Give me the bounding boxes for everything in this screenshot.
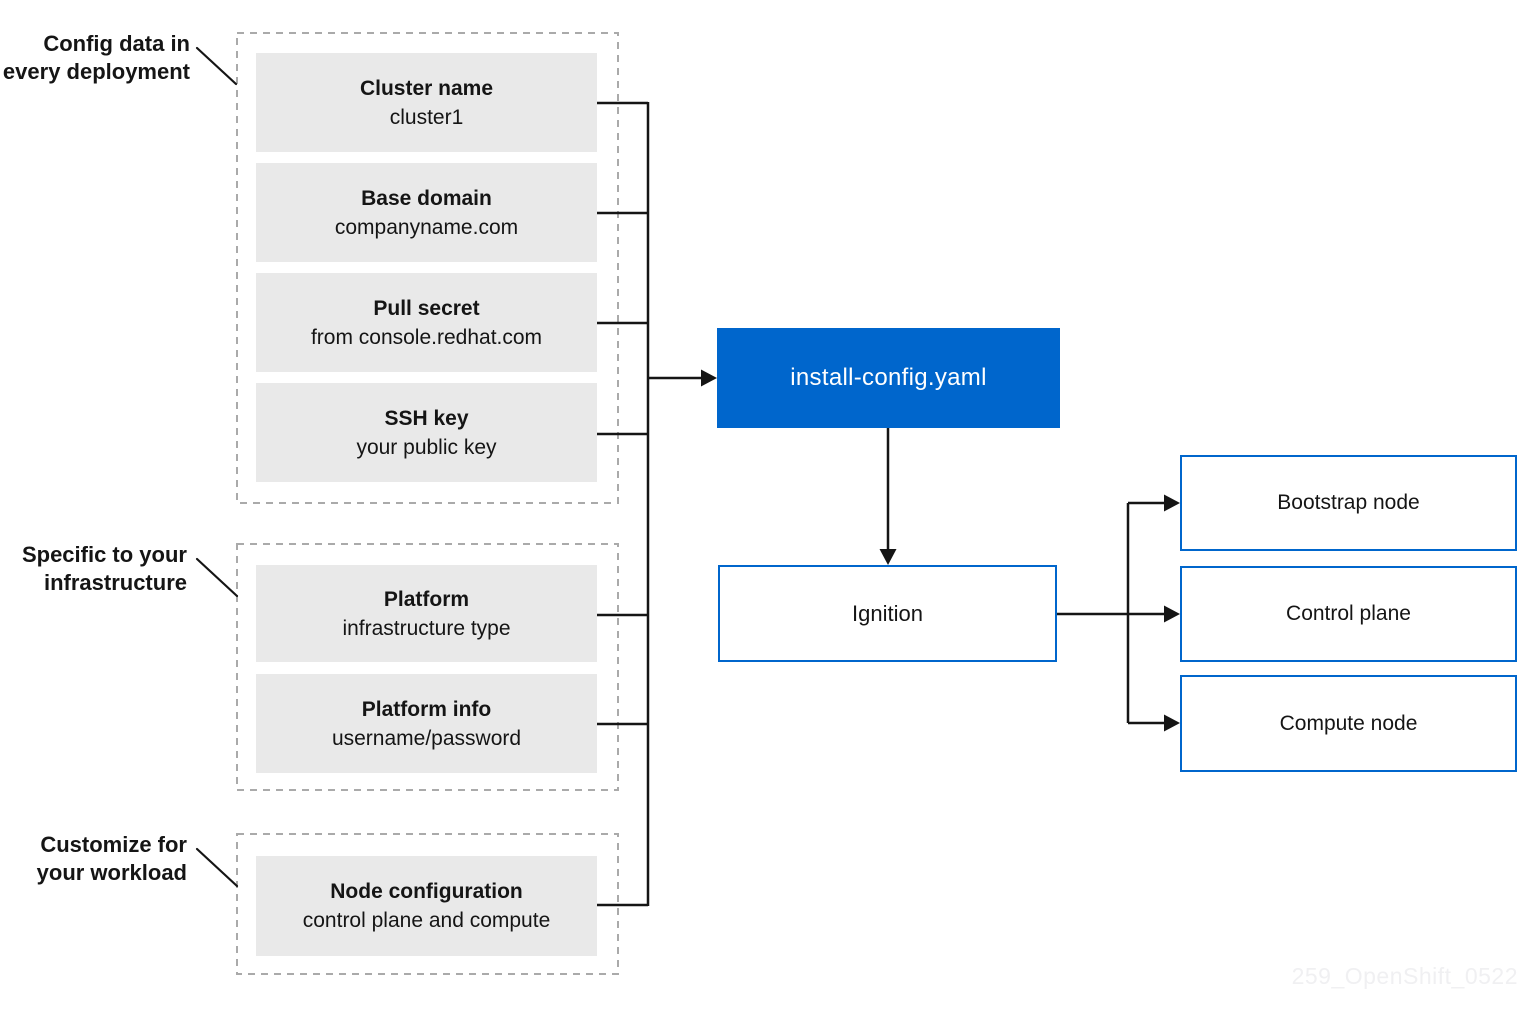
bootstrap-node-label: Bootstrap node: [1277, 491, 1420, 514]
compute-node-box: Compute node: [1180, 675, 1517, 772]
dashed-group-config-data: [236, 32, 619, 504]
arrowhead-ignition: [879, 549, 897, 565]
item-subtitle: your public key: [356, 435, 497, 459]
annotation-text-line1: Specific to your: [21, 542, 187, 567]
item-ssh-key: SSH key your public key: [256, 383, 597, 482]
annotation-text-line1: Config data in: [43, 31, 190, 56]
item-subtitle: infrastructure type: [342, 616, 511, 640]
install-config-label: install-config.yaml: [790, 364, 987, 391]
arrowhead-compute: [1164, 714, 1180, 732]
item-subtitle: username/password: [331, 726, 522, 750]
annotation-workload: Customize for your workload: [0, 831, 187, 887]
control-plane-label: Control plane: [1286, 602, 1411, 625]
item-base-domain: Base domain companyname.com: [256, 163, 597, 262]
arrowhead-control-plane: [1164, 605, 1180, 623]
annotation-text-line1: Customize for: [40, 832, 187, 857]
annotation-text-line2: infrastructure: [43, 570, 187, 595]
bootstrap-node-box: Bootstrap node: [1180, 455, 1517, 551]
control-plane-box: Control plane: [1180, 566, 1517, 662]
watermark-text: 259_OpenShift_0522: [1291, 963, 1518, 989]
item-title: Base domain: [361, 186, 492, 210]
item-platform: Platform infrastructure type: [256, 565, 597, 662]
annotation-config-data: Config data in every deployment: [0, 30, 190, 86]
ignition-label: Ignition: [852, 600, 923, 626]
item-subtitle: control plane and compute: [302, 909, 551, 932]
annotation-line-infrastructure: [195, 557, 239, 598]
item-platform-info: Platform info username/password: [256, 674, 597, 773]
item-pull-secret: Pull secret from console.redhat.com: [256, 273, 597, 372]
annotation-infrastructure: Specific to your infrastructure: [0, 541, 187, 597]
arrowhead-bootstrap: [1164, 494, 1180, 512]
item-title: Platform: [383, 587, 470, 611]
item-title: Cluster name: [359, 76, 494, 100]
item-title: Pull secret: [373, 296, 480, 320]
install-config-box: install-config.yaml: [717, 328, 1060, 428]
item-title: SSH key: [384, 406, 469, 430]
item-subtitle: cluster1: [389, 105, 464, 129]
annotation-line-config-data: [195, 46, 238, 86]
item-cluster-name: Cluster name cluster1: [256, 53, 597, 152]
dashed-group-infrastructure: [236, 543, 619, 791]
ignition-box: Ignition: [718, 565, 1057, 662]
annotation-text-line2: every deployment: [2, 59, 190, 84]
item-subtitle: from console.redhat.com: [310, 325, 543, 349]
item-node-configuration: Node configuration control plane and com…: [256, 856, 597, 956]
annotation-text-line2: your workload: [36, 860, 187, 885]
arrowhead-install-config: [701, 369, 717, 387]
item-subtitle: companyname.com: [334, 215, 519, 239]
item-title: Node configuration: [330, 880, 523, 903]
item-title: Platform info: [361, 697, 492, 721]
compute-node-label: Compute node: [1279, 711, 1418, 735]
annotation-line-workload: [195, 847, 239, 888]
